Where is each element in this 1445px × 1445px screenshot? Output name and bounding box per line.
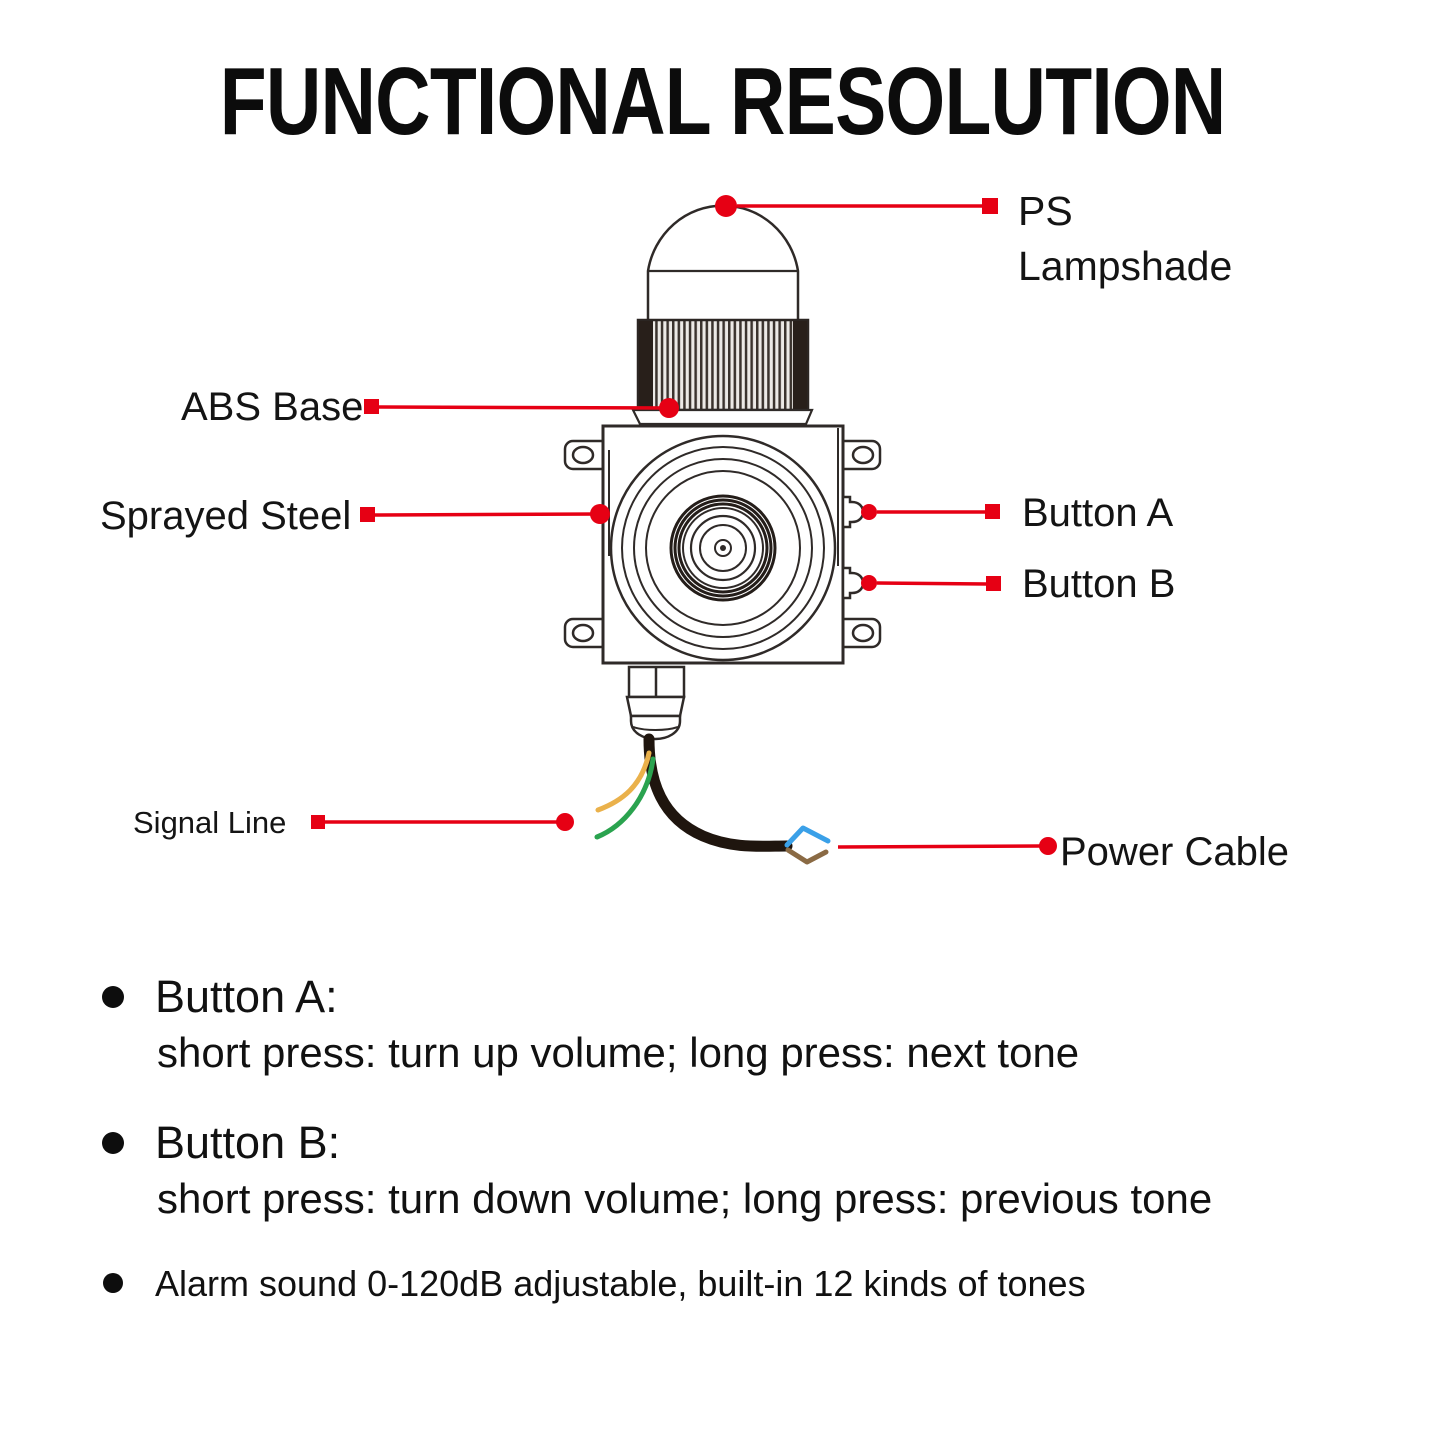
button-a-drawing [841,495,865,529]
leader-line [837,844,1041,849]
leader-dot [590,504,610,524]
base-flange [631,408,814,426]
leader-dot [861,504,877,520]
mounting-tabs [563,439,882,649]
brown-power-wire [785,847,829,865]
leader-line [374,512,601,517]
speaker-ring [682,507,764,589]
leader-dot [715,195,737,217]
speaker-ring [645,470,801,626]
knob-edge-left [639,321,653,409]
speaker-ring [609,434,837,662]
signal-line-leader [311,813,574,831]
leader-square [985,504,1000,519]
leader-dot [659,398,679,418]
gland-cap [629,714,682,741]
leader-square [982,198,998,214]
gland-cap-line [632,726,679,731]
green-signal-wire [594,756,656,840]
leader-line [876,581,988,586]
label-signal-line: Signal Line [133,805,287,840]
power-cable-leader [837,837,1057,855]
knob-edge-right [793,321,807,409]
abs-base-leader [364,398,679,418]
leader-line [378,405,670,410]
device-body [601,424,865,665]
label-button-a: Button A [1022,491,1174,535]
speaker-rings [609,434,837,662]
blue-power-wire [784,825,831,848]
leader-square [311,815,325,829]
leader-dot [1039,837,1057,855]
bullet-dot [103,1273,123,1293]
ps-lampshade-leader [715,195,998,217]
lampshade-drawing [646,204,800,325]
page-title: FUNCTIONAL RESOLUTION [0,52,1445,152]
lampshade-outline [646,204,800,325]
bullet-dot [102,1132,124,1154]
page-title-text: FUNCTIONAL RESOLUTION [219,48,1227,155]
label-abs-base: ABS Base [181,385,364,429]
abs-base-knob [631,318,814,427]
speaker-ring [669,494,777,602]
main-cable-drawing [643,733,793,852]
button-b-drawing [841,566,865,600]
tab-hole-bottom-right [851,623,875,643]
label-button-b: Button B [1022,562,1176,606]
leader-square [986,576,1001,591]
bullet-button-b-detail: short press: turn down volume; long pres… [157,1175,1213,1222]
bullet-button-a-heading: Button A: [155,971,338,1022]
speaker-ring [673,498,773,598]
speaker-ring [699,524,747,572]
gland-taper [625,695,686,718]
bullet-dot [102,986,124,1008]
bullet-alarm-note: Alarm sound 0-120dB adjustable, built-in… [155,1263,1086,1304]
label-power-cable: Power Cable [1060,830,1290,874]
label-ps-lampshade-line1: PS [1018,188,1073,234]
tab-hole-top-left [571,445,595,465]
label-sprayed-steel: Sprayed Steel [100,494,352,538]
sprayed-steel-leader [360,504,610,524]
speaker-ring [633,458,813,638]
cables [594,733,831,865]
speaker-ring [689,514,757,582]
speaker-center-dot [720,545,726,551]
button-b-leader [861,575,1001,591]
button-a-leader [861,504,1000,520]
speaker-ring [621,446,825,650]
body-outline [601,424,845,665]
label-ps-lampshade: PS Lampshade [1018,184,1232,294]
tab-hole-bottom-left [571,623,595,643]
label-ps-lampshade-line2: Lampshade [1018,243,1233,289]
knob-ribs [636,318,810,412]
speaker-ring [714,539,732,557]
leader-square [364,399,379,414]
leader-square [360,507,375,522]
callout-leaders [311,195,1057,855]
cable-gland [625,665,686,741]
speaker-ring [677,502,769,594]
tab-hole-top-right [851,445,875,465]
bullet-button-a-detail: short press: turn up volume; long press:… [157,1029,1080,1076]
bullet-button-b-heading: Button B: [155,1117,341,1168]
yellow-signal-wire [595,750,652,813]
leader-dot [556,813,574,831]
leader-dot [861,575,877,591]
